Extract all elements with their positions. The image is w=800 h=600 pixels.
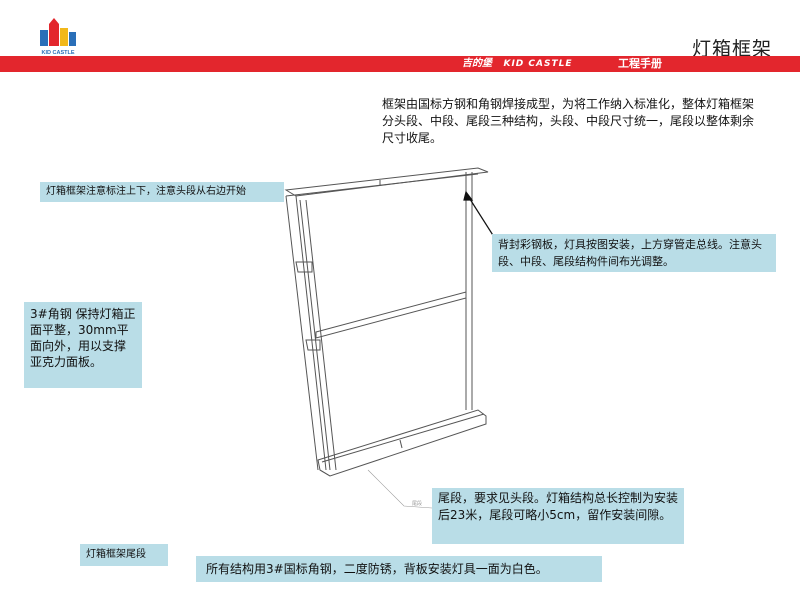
note-right: 背封彩钢板，灯具按图安装，上方穿管走总线。注意头段、中段、尾段结构件间布光调整。 xyxy=(492,234,776,272)
note-footer-left: 灯箱框架尾段 xyxy=(80,544,168,566)
logo-wordmark: KID CASTLE xyxy=(42,50,75,56)
tail-tiny-label: 尾段 xyxy=(412,501,423,507)
frame-bottom-tray xyxy=(317,409,487,477)
frame-top-rail xyxy=(284,167,489,197)
tail-leader-line xyxy=(367,469,433,509)
band-brand-cn: 吉的堡 xyxy=(462,58,492,69)
note-top: 灯箱框架注意标注上下，注意头段从右边开始 xyxy=(40,182,284,202)
frame-left-upright xyxy=(285,195,319,471)
band-brand: 吉的堡 KID CASTLE xyxy=(462,57,573,71)
note-bottom: 尾段，要求见头段。灯箱结构总长控制为安装后23米，尾段可略小5cm，留作安装间隙… xyxy=(432,488,684,544)
header-red-band xyxy=(0,56,800,72)
note-footer: 所有结构用3#国标角钢，二度防锈，背板安装灯具一面为白色。 xyxy=(196,556,602,582)
page-title: 灯箱框架 xyxy=(691,38,772,60)
intro-paragraph: 框架由国标方钢和角钢焊接成型，为将工作纳入标准化，整体灯箱框架分头段、中段、尾段… xyxy=(382,97,755,145)
note-left: 3#角钢 保持灯箱正面平整，30mm平面向外，用以支撑亚克力面板。 xyxy=(24,302,142,388)
frame-middle-rail xyxy=(315,291,467,339)
band-manual-title: 工程手册 xyxy=(618,57,662,70)
callout-arrow xyxy=(467,195,497,241)
band-brand-en: KID CASTLE xyxy=(503,59,573,69)
kid-castle-logo: KID CASTLE xyxy=(40,18,76,56)
